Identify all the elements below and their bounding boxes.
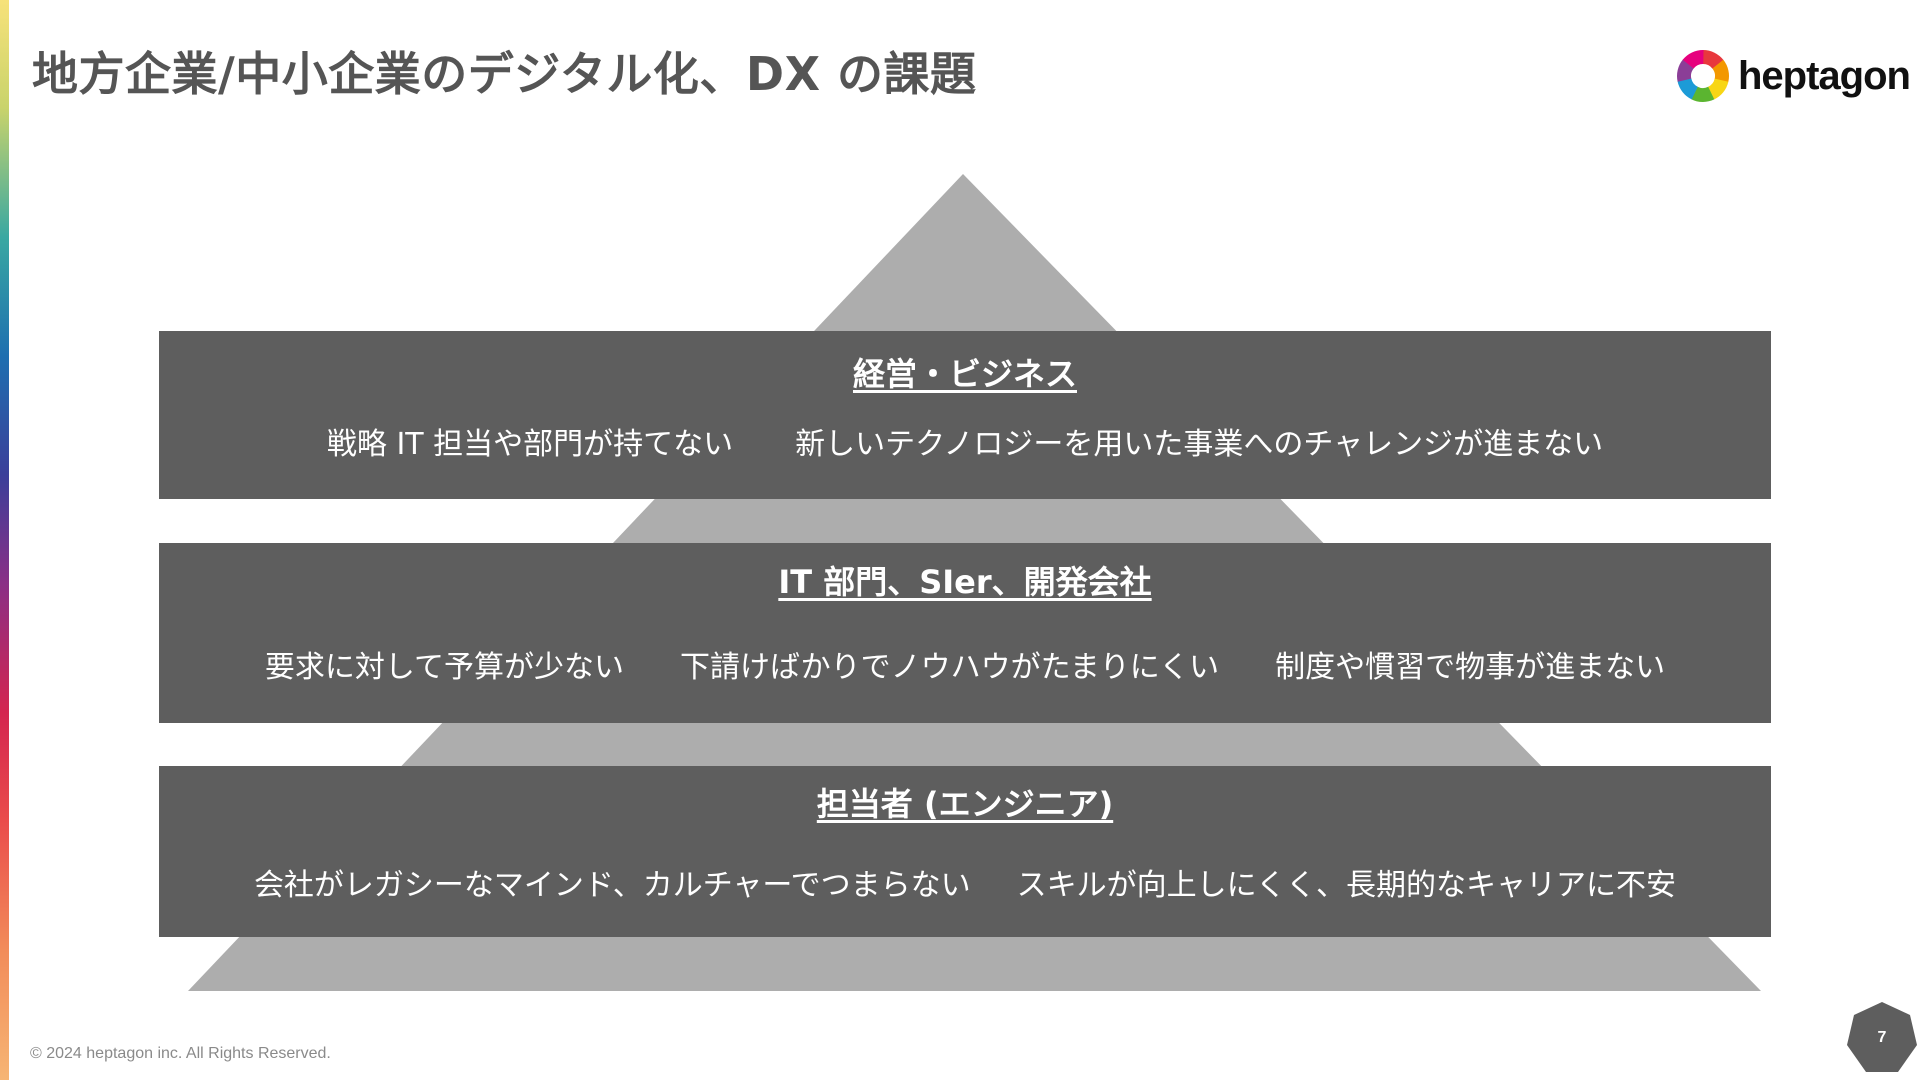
tier-item: 戦略 IT 担当や部門が持てない [326, 427, 734, 462]
tier-items: 戦略 IT 担当や部門が持てない 新しいテクノロジーを用いた事業へのチャレンジが… [159, 419, 1771, 463]
logo-segment [1712, 59, 1729, 83]
tier-item: 制度や慣習で物事が進まない [1275, 650, 1666, 685]
tier-title: 担当者 (エンジニア) [816, 785, 1114, 823]
tier-item: 要求に対して予算が少ない [264, 650, 624, 685]
logo-segment [1677, 78, 1698, 100]
copyright-notice: © 2024 heptagon inc. All Rights Reserved… [30, 1045, 331, 1062]
slide-title: 地方企業/中小企業のデジタル化、DX の課題 [32, 47, 977, 101]
logo-segment [1707, 78, 1729, 100]
pyramid-tier-management: 経営・ビジネス 戦略 IT 担当や部門が持てない 新しいテクノロジーを用いた事業… [159, 331, 1771, 499]
logo-segment [1691, 86, 1715, 102]
logo-text: heptagon [1738, 53, 1911, 98]
tier-title: 経営・ビジネス [852, 355, 1077, 393]
heptagon-shape [1847, 1002, 1917, 1072]
heptagon-badge-icon [1847, 1002, 1917, 1072]
pyramid-tier-it-department: IT 部門、SIer、開発会社 要求に対して予算が少ない 下請けばかりでノウハウ… [159, 543, 1771, 723]
tier-item: 下請けばかりでノウハウがたまりにくい [680, 650, 1220, 685]
tier-items: 要求に対して予算が少ない 下請けばかりでノウハウがたまりにくい 制度や慣習で物事… [159, 642, 1771, 686]
tier-title: IT 部門、SIer、開発会社 [778, 563, 1152, 601]
tier-item: スキルが向上しにくく、長期的なキャリアに不安 [1016, 868, 1677, 903]
logo-segment [1682, 50, 1704, 69]
left-color-bar [0, 0, 9, 1080]
page-number: 7 [1877, 1029, 1887, 1046]
heptagon-ring-icon [1677, 50, 1729, 102]
tier-item: 新しいテクノロジーを用いた事業へのチャレンジが進まない [795, 427, 1604, 462]
tier-item: 会社がレガシーなマインド、カルチャーでつまらない [253, 868, 971, 903]
page-number-badge: 7 [1845, 1000, 1919, 1076]
pyramid-tier-engineers: 担当者 (エンジニア) 会社がレガシーなマインド、カルチャーでつまらない スキル… [159, 766, 1771, 937]
heptagon-logo: heptagon [1676, 48, 1911, 104]
tier-items: 会社がレガシーなマインド、カルチャーでつまらない スキルが向上しにくく、長期的な… [159, 860, 1771, 904]
